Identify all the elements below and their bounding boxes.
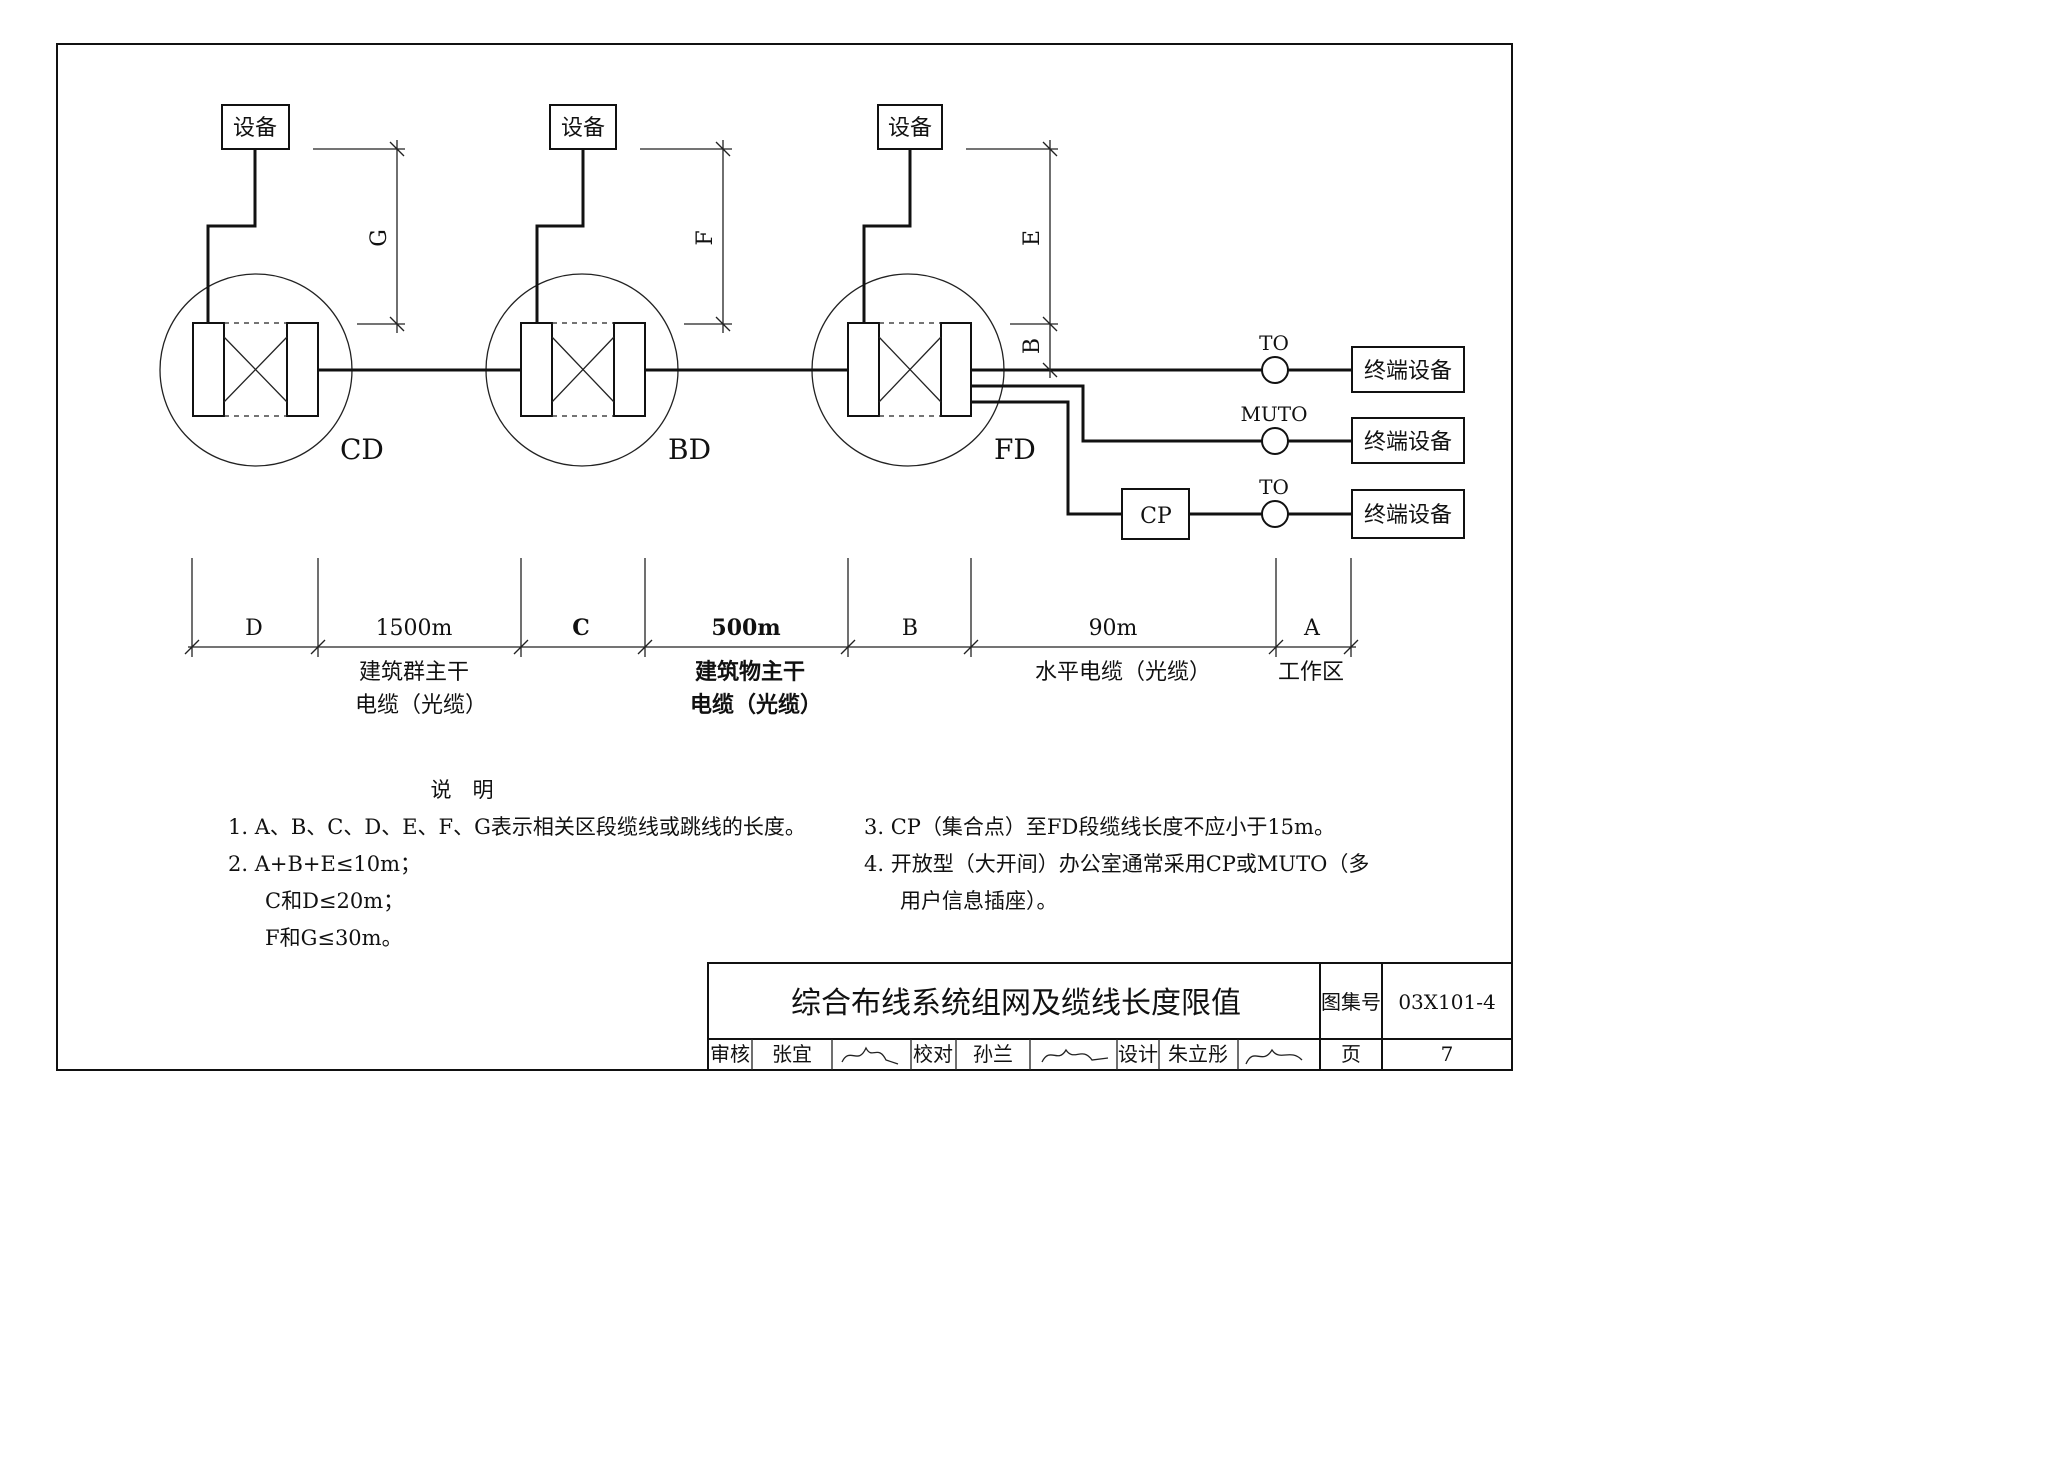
designer-signature: [1245, 1048, 1303, 1065]
page-number: 7: [1441, 1042, 1454, 1066]
terminal-box-2: [1351, 417, 1465, 464]
building-backbone-desc-2: 电缆（光缆）: [690, 692, 822, 718]
terminal-label-3: 终端设备: [1364, 503, 1452, 528]
terminal-label-1: 终端设备: [1364, 359, 1452, 384]
drawing-title: 综合布线系统组网及缆线长度限值: [791, 986, 1241, 1021]
note-1: 1. A、B、C、D、E、F、G表示相关区段缆线或跳线的长度。: [228, 815, 806, 839]
cd-panel-left: [192, 322, 225, 417]
note-2-line-1: 2. A+B+E≤10m；: [228, 852, 421, 876]
check-label: 校对: [913, 1042, 953, 1066]
cp-box: [1121, 488, 1190, 540]
horizontal-cable-desc: 水平电缆（光缆）: [1035, 660, 1211, 685]
page-label: 页: [1341, 1042, 1361, 1066]
drawing-sheet: CD 设备 BD 设备 FD 设备 CP TO: [56, 43, 1513, 1071]
cd-panel-right: [286, 322, 319, 417]
segment-90m: 90m: [1089, 616, 1138, 641]
horizontal-cable-muto: [971, 384, 1262, 443]
note-4-line-2: 用户信息插座）。: [900, 889, 1058, 913]
fd-label: FD: [994, 433, 1036, 466]
designer-name: 朱立彤: [1168, 1042, 1228, 1066]
fd-equipment-label: 设备: [888, 116, 932, 141]
segment-a: A: [1303, 616, 1321, 641]
fd-equipment-cable: [862, 149, 912, 323]
reviewer-signature: [841, 1046, 899, 1065]
e-label: E: [1020, 230, 1045, 246]
terminal-box-1: [1351, 346, 1465, 393]
atlas-number: 03X101-4: [1398, 990, 1495, 1014]
muto-label: MUTO: [1240, 402, 1307, 426]
to-label-bottom: TO: [1259, 475, 1289, 499]
bd-equipment-box: [549, 104, 617, 150]
to-outlet-icon: [1261, 356, 1289, 384]
to-label-top: TO: [1259, 331, 1289, 355]
atlas-label: 图集号: [1321, 990, 1381, 1014]
bd-equipment-label: 设备: [561, 116, 605, 141]
building-backbone-desc-1: 建筑物主干: [695, 659, 805, 685]
g-label: G: [367, 229, 392, 247]
bd-panel-left: [520, 322, 553, 417]
work-area-desc: 工作区: [1278, 660, 1344, 685]
horizontal-cable-cp: [971, 400, 1122, 516]
segment-1500m: 1500m: [376, 616, 453, 641]
muto-outlet-icon: [1261, 427, 1289, 455]
node-fd: FD: [811, 273, 1036, 467]
sheet-border: [56, 43, 1513, 1071]
cd-equipment-cable: [206, 149, 257, 323]
b-vertical-label: B: [1020, 338, 1045, 354]
fd-panel-left: [847, 322, 880, 417]
to-outlet-bottom-icon: [1261, 500, 1289, 528]
fd-panel-right: [940, 322, 972, 417]
f-label: F: [693, 230, 718, 245]
checker-signature: [1041, 1048, 1109, 1063]
review-label: 审核: [710, 1042, 750, 1066]
bd-label: BD: [668, 433, 711, 466]
checker-name: 孙兰: [973, 1042, 1013, 1066]
note-2-line-3: F和G≤30m。: [265, 926, 403, 950]
bd-panel-right: [613, 322, 646, 417]
terminal-label-2: 终端设备: [1364, 430, 1452, 455]
terminal-box-3: [1351, 489, 1465, 539]
segment-b: B: [902, 616, 918, 641]
note-2-line-2: C和D≤20m；: [265, 889, 404, 913]
note-4-line-1: 4. 开放型（大开间）办公室通常采用CP或MUTO（多: [864, 852, 1369, 876]
notes-heading: 说 明: [431, 778, 494, 802]
segment-d: D: [245, 616, 263, 641]
segment-c: C: [572, 615, 590, 641]
cd-equipment-label: 设备: [233, 116, 277, 141]
campus-backbone-desc-1: 建筑群主干: [359, 660, 469, 685]
segment-ticks: [184, 558, 1359, 657]
segment-500m: 500m: [711, 615, 780, 641]
note-3: 3. CP（集合点）至FD段缆线长度不应小于15m。: [864, 815, 1335, 839]
bd-equipment-cable: [535, 149, 585, 323]
title-block: [707, 962, 1513, 1071]
campus-backbone-desc-2: 电缆（光缆）: [355, 693, 487, 718]
cd-label: CD: [340, 433, 384, 466]
cp-label: CP: [1140, 504, 1172, 529]
design-label: 设计: [1118, 1042, 1158, 1066]
reviewer-name: 张宜: [772, 1042, 812, 1066]
network-diagram: CD 设备 BD 设备 FD 设备 CP TO: [56, 43, 1513, 1071]
